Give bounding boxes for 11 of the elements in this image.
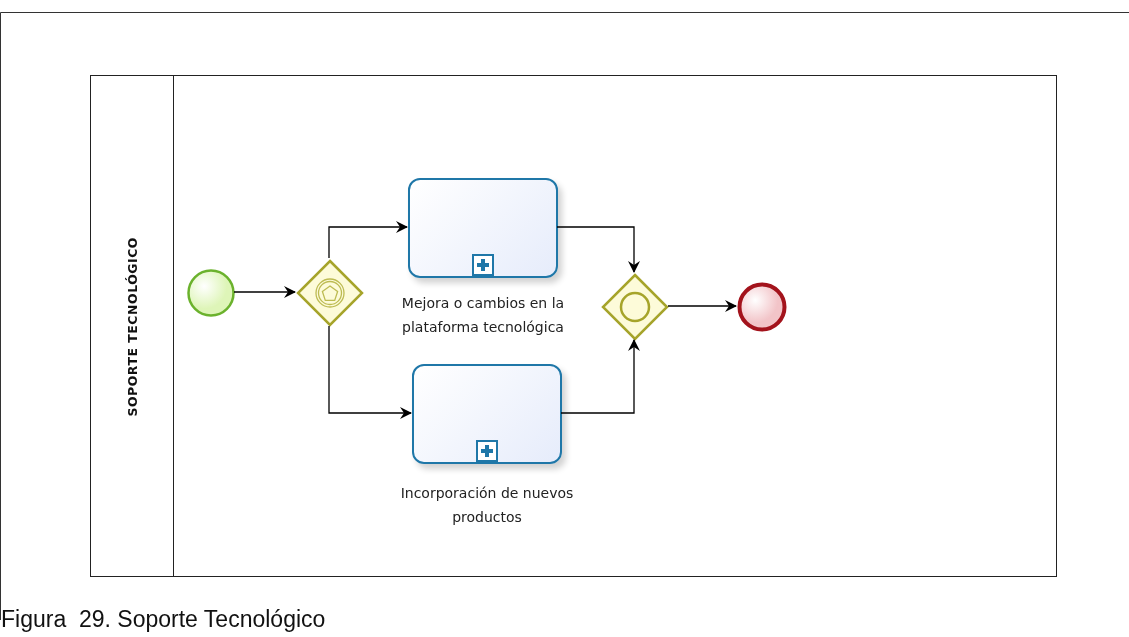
task-label: Incorporación de nuevos productos	[399, 484, 575, 527]
figure-caption: Figura 29. Soporte Tecnológico	[1, 606, 326, 633]
sequence-flow-arrow	[328, 325, 412, 419]
task-label: Mejora o cambios en la plataforma tecnológica	[400, 294, 566, 337]
sequence-flow-arrow	[556, 226, 640, 273]
sequence-flow-arrow	[233, 286, 296, 298]
sequence-flow-arrow	[328, 221, 408, 259]
sequence-flow-arrow	[667, 300, 737, 312]
swimlane-pool	[90, 75, 1057, 577]
lane-title: SOPORTE TECNOLÓGICO	[124, 237, 140, 417]
sequence-flow-arrow	[560, 339, 640, 414]
